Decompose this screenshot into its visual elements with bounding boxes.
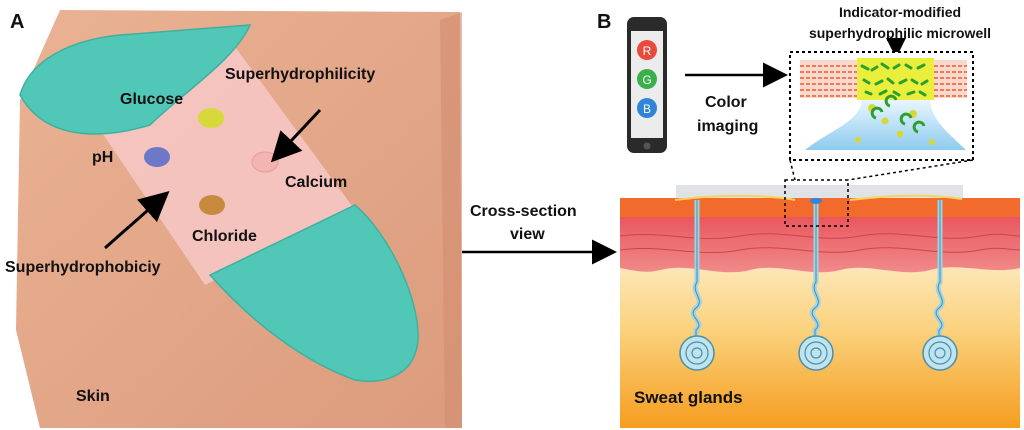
label-glucose: Glucose — [120, 91, 183, 108]
label-skin: Skin — [76, 388, 110, 405]
calcium-dot — [251, 151, 279, 173]
microwell-side-left — [800, 60, 857, 98]
sweat-gland-1 — [679, 200, 715, 371]
microwell-title-line1: Indicator-modified — [839, 4, 961, 20]
cross-section-text-line2: view — [510, 226, 545, 243]
ph-dot — [144, 147, 170, 167]
phone-button-b-label: B — [643, 102, 651, 116]
phone-icon: R G B — [627, 17, 667, 153]
dermis-layer — [620, 215, 1020, 273]
phone-button-g — [637, 69, 657, 89]
microwell-region-box — [784, 179, 849, 227]
panel-b-letter: B — [597, 11, 611, 33]
sweat-particles — [855, 94, 935, 145]
label-sweat-glands: Sweat glands — [634, 388, 743, 407]
arrow-superhydrophilicity — [270, 108, 322, 163]
cross-section-text-line1: Cross-section — [470, 203, 577, 220]
chloride-dot — [199, 195, 225, 215]
panel-b: B R G B Color imaging Indicator-modified… — [597, 4, 1021, 428]
microwell-title-line2: superhydrophilic microwell — [809, 25, 991, 41]
label-calcium: Calcium — [285, 174, 347, 191]
zoom-guide-left — [789, 159, 796, 181]
label-ph: pH — [92, 149, 113, 166]
cross-section-connector: Cross-section view — [462, 203, 617, 265]
phone-button-b — [637, 98, 657, 118]
sweat-cone — [805, 100, 966, 150]
microwell-center — [857, 58, 934, 100]
label-superhydrophobicity: Superhydrophobiciy — [5, 259, 161, 276]
label-chloride: Chloride — [192, 228, 257, 245]
arrow-superhydrophobicity — [104, 191, 170, 250]
phone-button-g-label: G — [642, 73, 651, 87]
sweat-gland-2 — [798, 198, 834, 371]
panel-a-letter: A — [10, 11, 24, 33]
microwell-side-right — [934, 60, 967, 98]
imaging-label-line1: Color — [705, 94, 747, 111]
glucose-dot — [198, 108, 224, 128]
epidermis-layer — [620, 198, 1020, 217]
phone-button-r — [637, 40, 657, 60]
skin-cross-section: Sweat glands — [619, 179, 1021, 428]
patch-wing-right — [208, 204, 419, 382]
skin-side-shade — [440, 12, 462, 428]
phone-button-r-label: R — [643, 44, 652, 58]
imaging-label-line2: imaging — [697, 118, 758, 135]
panel-a: A Glucose Superhydrophilicity pH Calcium… — [5, 10, 462, 428]
label-superhydrophilicity: Superhydrophilicity — [225, 66, 375, 83]
sweat-gland-3 — [922, 200, 958, 371]
patch-wing-left — [19, 24, 252, 135]
zoom-guide-right — [847, 159, 974, 181]
